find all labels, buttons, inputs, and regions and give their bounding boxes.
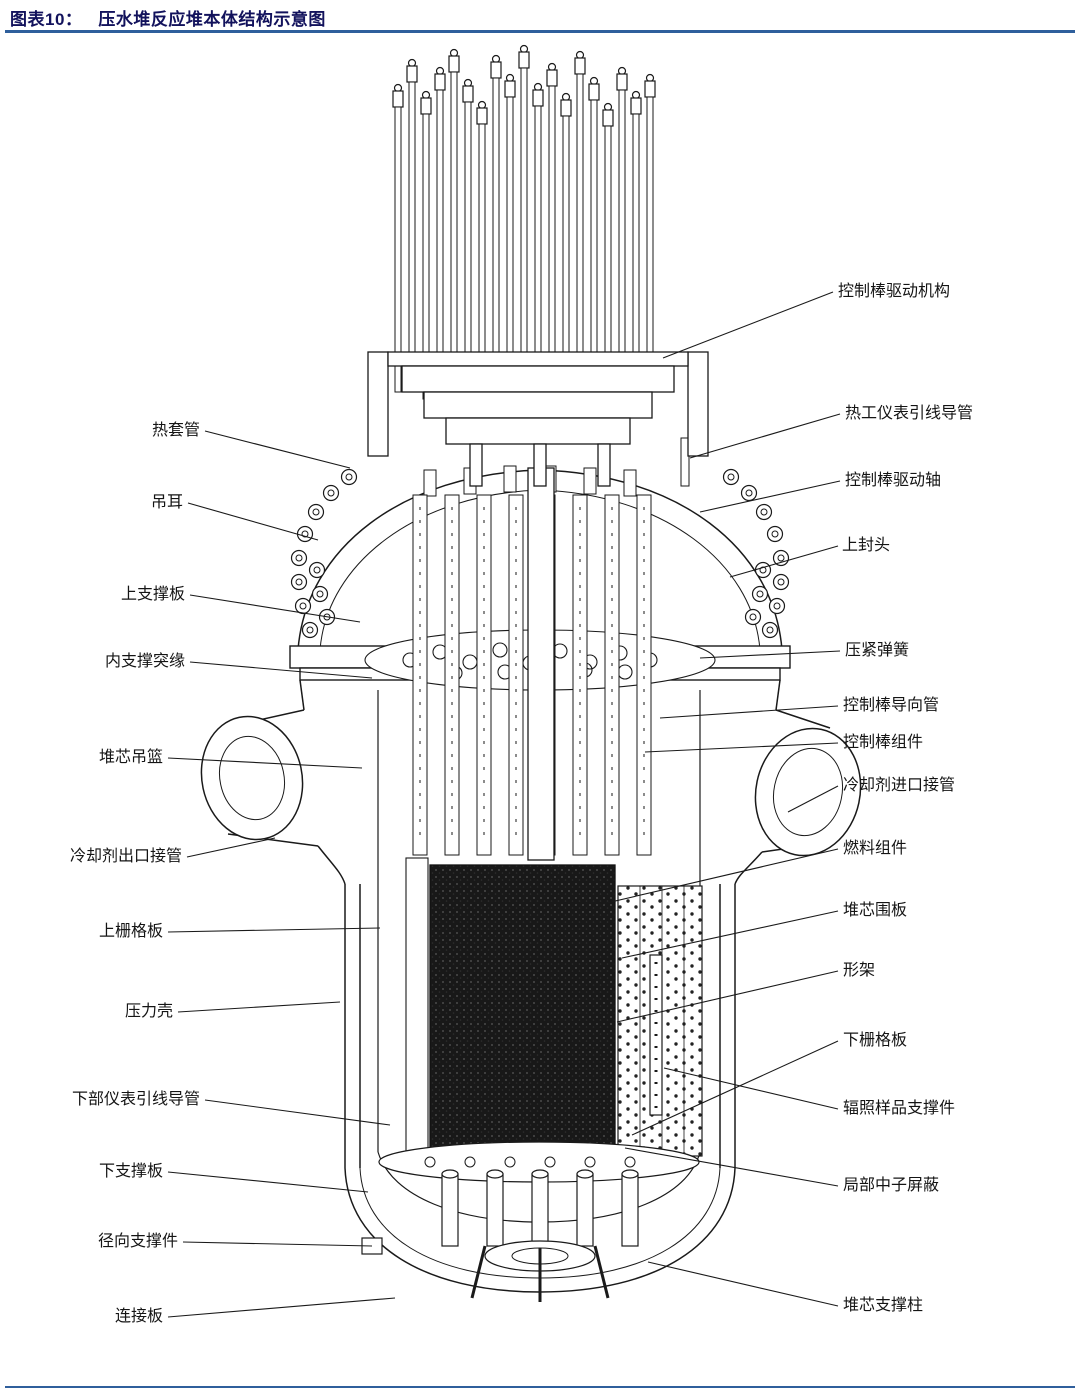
leader-coolant-inlet-nozzle <box>787 785 839 813</box>
leader-core-support-column <box>647 1261 839 1307</box>
lower-internals <box>361 1141 700 1302</box>
figure-title: 压水堆反应堆本体结构示意图 <box>98 10 326 29</box>
leader-coolant-outlet-nozzle <box>186 837 276 858</box>
leader-radial-support <box>182 1241 373 1247</box>
leader-lower-support-plate <box>167 1171 369 1193</box>
label-core-baffle: 堆芯围板 <box>843 902 908 919</box>
label-upper-grid-plate: 上栅格板 <box>98 923 163 940</box>
footer-rule <box>5 1386 1075 1388</box>
leader-pressure-vessel <box>177 1001 341 1013</box>
leader-core-baffle <box>621 910 839 959</box>
leader-upper-support-plate <box>189 594 361 623</box>
label-control-rod-drive-shaft: 控制棒驱动轴 <box>845 472 942 489</box>
leader-upper-head <box>729 545 839 578</box>
label-holddown-spring: 压紧弹簧 <box>845 642 910 659</box>
label-core-former: 形架 <box>843 962 876 979</box>
label-upper-head: 上封头 <box>842 537 891 554</box>
fuel-assembly-region <box>405 857 616 1164</box>
leader-upper-grid-plate <box>167 927 381 933</box>
label-thermal-instrument-conduit: 热工仪表引线导管 <box>845 405 974 422</box>
leader-crdm <box>662 291 834 359</box>
header-rule <box>5 30 1075 33</box>
label-core-support-column: 堆芯支撑柱 <box>843 1297 924 1314</box>
leader-control-rod-assembly <box>644 742 839 753</box>
leader-control-rod-drive-shaft <box>699 480 841 513</box>
label-connection-plate: 连接板 <box>114 1308 163 1325</box>
label-lower-grid-plate: 下栅格板 <box>843 1032 908 1049</box>
label-thermal-sleeve: 热套管 <box>151 422 200 439</box>
figure-number: 图表10： <box>10 10 83 29</box>
coolant-inlet-nozzle-shape <box>754 727 862 857</box>
leader-fuel-assembly <box>597 848 839 906</box>
label-local-neutron-shield: 局部中子屏蔽 <box>843 1177 940 1194</box>
leader-lower-grid-plate <box>631 1040 839 1136</box>
leader-connection-plate <box>167 1297 396 1318</box>
label-radial-support: 径向支撑件 <box>97 1233 178 1250</box>
label-control-rod-drive-mechanism: 控制棒驱动机构 <box>838 283 951 300</box>
label-coolant-inlet-nozzle: 冷却剂进口接管 <box>843 777 956 794</box>
irradiation-specimen-holder <box>649 954 663 1116</box>
label-lower-support-plate: 下支撑板 <box>98 1163 163 1180</box>
label-irradiation-specimen-support: 辐照样品支撑件 <box>843 1100 956 1117</box>
label-lifting-lug: 吊耳 <box>150 494 183 511</box>
label-fuel-assembly: 燃料组件 <box>843 840 908 857</box>
label-control-rod-guide-tube: 控制棒导向管 <box>843 697 940 714</box>
leader-inner-support-ledge <box>189 661 373 679</box>
leader-core-barrel <box>167 757 363 769</box>
leader-holddown-spring <box>699 650 841 659</box>
head-penetration-nozzles <box>423 437 690 497</box>
leader-lower-instrument-guide-tube <box>204 1099 391 1126</box>
label-control-rod-assembly: 控制棒组件 <box>843 734 924 751</box>
label-lower-instrument-guide-tube: 下部仪表引线导管 <box>71 1091 200 1108</box>
label-inner-support-ledge: 内支撑突缘 <box>104 653 185 670</box>
coolant-outlet-nozzle-shape <box>200 715 304 841</box>
leader-control-rod-guide-tube <box>659 705 839 719</box>
leader-lines <box>167 291 841 1318</box>
leader-thermal-instrument-conduit <box>689 413 841 459</box>
leader-lifting-lug <box>187 502 319 541</box>
label-upper-support-plate: 上支撑板 <box>120 586 185 603</box>
control-rod-guide-tubes <box>412 467 652 861</box>
label-pressure-vessel: 压力壳 <box>124 1003 173 1020</box>
crdm-support-structure <box>367 351 709 487</box>
leader-core-former <box>616 970 839 1023</box>
figure-header: 图表10： 压水堆反应堆本体结构示意图 <box>10 5 326 30</box>
leader-irradiation-specimen-support <box>663 1067 839 1110</box>
leader-thermal-sleeve <box>204 430 351 469</box>
label-core-barrel: 堆芯吊篮 <box>98 749 163 766</box>
label-coolant-outlet-nozzle: 冷却剂出口接管 <box>69 848 182 865</box>
leader-local-neutron-shield <box>624 1147 839 1187</box>
